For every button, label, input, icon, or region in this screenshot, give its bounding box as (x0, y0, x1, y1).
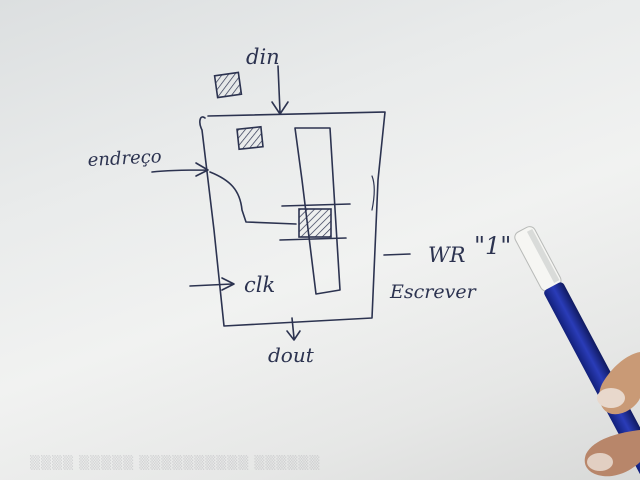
wr-label: WR (428, 243, 466, 267)
ghost-writing: ▒▒▒▒ ▒▒▒▒▒ ▒▒▒▒▒▒▒▒▒▒ ▒▒▒▒▒▒ (30, 456, 321, 471)
address-arrow (151, 162, 209, 177)
memory-block-outline (199, 111, 386, 327)
fingernail-2 (587, 453, 613, 471)
din-arrow (271, 65, 289, 115)
hand (584, 352, 640, 477)
fingernail (597, 388, 625, 408)
marker-body (544, 282, 640, 476)
din-latch-square (213, 71, 243, 99)
din-label: din (246, 45, 280, 69)
address-latch-square (236, 125, 264, 151)
cell-line-top (281, 203, 351, 207)
wr-dash (383, 253, 411, 256)
marker-cap-shadow (526, 228, 560, 283)
dout-label: dout (268, 343, 315, 367)
marker-cap (514, 226, 562, 292)
address-label: endreço (87, 146, 162, 171)
write-label: Escrever (389, 281, 478, 303)
wr-value-label: "1" (474, 232, 511, 260)
clk-label: clk (244, 273, 275, 297)
dout-arrow (286, 317, 301, 341)
marker-pen (514, 226, 640, 476)
clk-arrow (189, 277, 235, 291)
cell-line-bottom (279, 237, 347, 241)
memory-column (294, 127, 341, 295)
edge-scratch (371, 175, 375, 211)
address-line (209, 171, 297, 225)
memory-cell-square (298, 208, 332, 238)
